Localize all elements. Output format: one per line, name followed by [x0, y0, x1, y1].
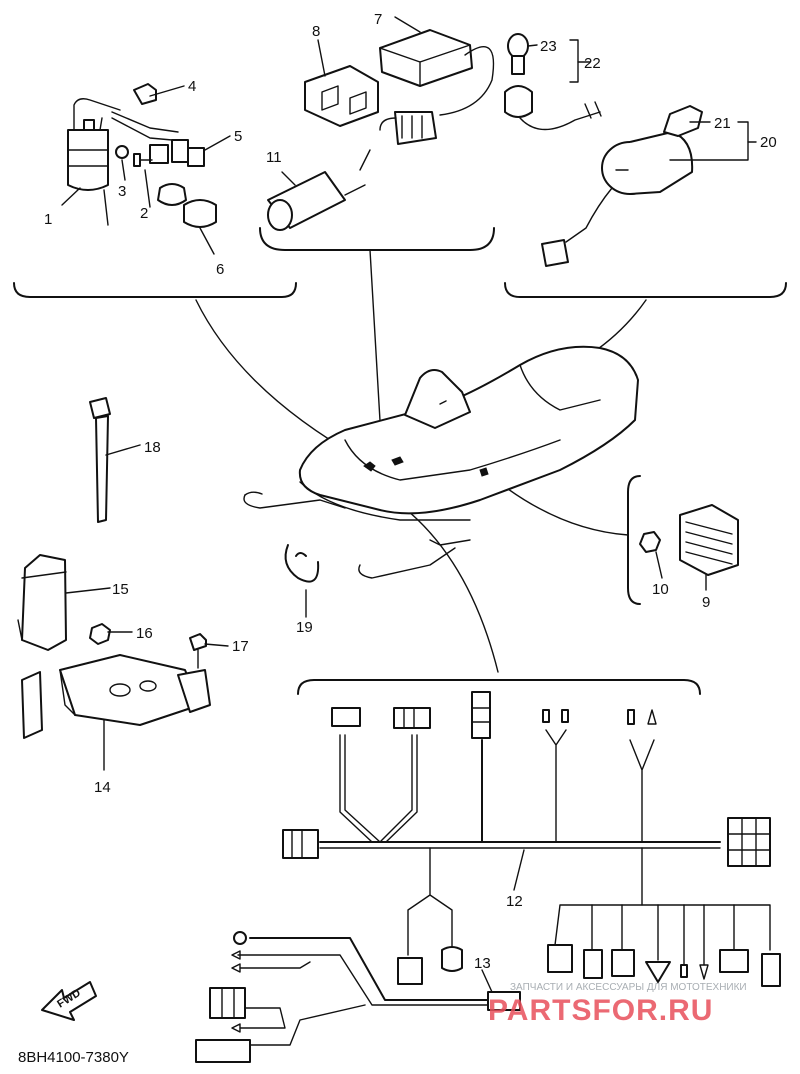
- nut-illustration: [639, 531, 661, 553]
- nut-and-bolt-illustration: [89, 623, 207, 669]
- bracket-illustration: [21, 654, 211, 739]
- bolt-illustration: [115, 145, 153, 167]
- callout-5: 5: [234, 128, 242, 145]
- wire-clamp-illustration: [284, 544, 320, 583]
- leader-regulator-to-sled: [495, 479, 629, 536]
- callout-7: 7: [374, 11, 382, 28]
- snowmobile-illustration: [243, 345, 639, 579]
- watermark-brand: PARTSFOR.RU: [488, 994, 713, 1027]
- condenser-illustration: [267, 149, 371, 231]
- forward-direction-arrow: FWD: [41, 981, 97, 1021]
- bracket-ignition-group: [13, 282, 297, 298]
- voltage-regulator-illustration: [679, 504, 739, 576]
- bracket-regulator-group: [627, 475, 641, 605]
- rubber-caps-illustration: [157, 183, 217, 228]
- indicator-bulb-illustration: [504, 33, 602, 131]
- callout-10: 10: [652, 581, 669, 598]
- bracket-cdi-group: [259, 227, 495, 251]
- callout-19: 19: [296, 619, 313, 636]
- cdi-unit-illustration: [379, 29, 495, 145]
- callout-8: 8: [312, 23, 320, 40]
- callout-18: 18: [144, 439, 161, 456]
- spark-plug-cap-illustration: [133, 83, 157, 105]
- callout-numbers: 1 2 3 4 5 6 7 8 9 10 11 12 13 14 15 16 1…: [44, 11, 777, 972]
- wire-harness-illustration: [282, 691, 781, 987]
- callout-20: 20: [760, 134, 777, 151]
- callout-16: 16: [136, 625, 153, 642]
- callout-4: 4: [188, 78, 196, 95]
- callout-9: 9: [702, 594, 710, 611]
- cover-illustration: [17, 554, 67, 651]
- callout-2: 2: [140, 205, 148, 222]
- ignition-coil-illustration: [67, 98, 121, 226]
- callout-17: 17: [232, 638, 249, 655]
- callout-15: 15: [112, 581, 129, 598]
- callout-leaders: [61, 16, 757, 993]
- callout-12: 12: [506, 893, 523, 910]
- watermark-tagline: ЗАПЧАСТИ И АКСЕССУАРЫ ДЛЯ МОТОТЕХНИКИ: [510, 982, 747, 993]
- callout-6: 6: [216, 261, 224, 278]
- cdi-holder-illustration: [304, 65, 379, 127]
- bracket-switch-group: [504, 282, 787, 298]
- sub-harness-illustration: [195, 931, 521, 1063]
- leader-harness-to-sled: [401, 505, 499, 673]
- callout-13: 13: [474, 955, 491, 972]
- cable-tie-illustration: [89, 397, 111, 523]
- callout-23: 23: [540, 38, 557, 55]
- callout-3: 3: [118, 183, 126, 200]
- callout-22: 22: [584, 55, 601, 72]
- main-switch-illustration: [541, 105, 703, 267]
- callout-11: 11: [266, 149, 282, 166]
- watermark: ЗАПЧАСТИ И АКСЕССУАРЫ ДЛЯ МОТОТЕХНИКИ PA…: [488, 982, 747, 1027]
- drawing-code: 8BH4100-7380Y: [18, 1049, 129, 1066]
- callout-14: 14: [94, 779, 111, 796]
- bracket-harness-group: [297, 679, 701, 695]
- callout-1: 1: [44, 211, 52, 228]
- plug-caps-illustration: [111, 111, 205, 167]
- callout-21: 21: [714, 115, 731, 132]
